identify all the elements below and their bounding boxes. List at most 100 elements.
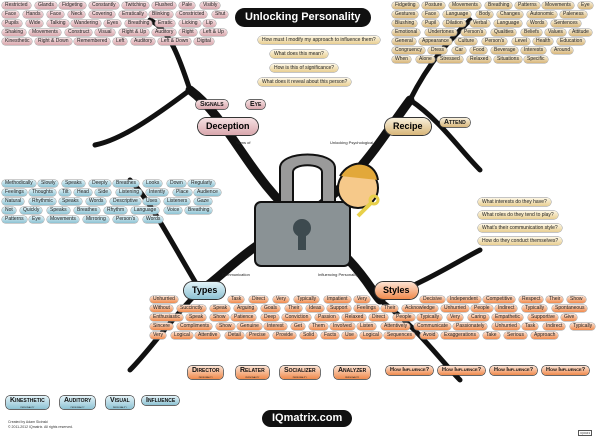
gold-node[interactable]: Eye: [578, 2, 593, 9]
blue-node[interactable]: Words: [86, 198, 107, 205]
orange-node[interactable]: Facts: [321, 332, 340, 339]
orange-node[interactable]: Attentive: [195, 332, 221, 339]
gold-node[interactable]: Words: [527, 20, 548, 27]
orange-node[interactable]: Direct: [369, 314, 389, 321]
red-node[interactable]: Blinking: [149, 11, 173, 18]
orange-node[interactable]: Deep: [261, 314, 279, 321]
gold-node[interactable]: Around: [551, 47, 574, 54]
orange-node[interactable]: Decisive: [420, 296, 445, 303]
red-node[interactable]: Pale: [179, 2, 196, 9]
orange-node[interactable]: Their: [381, 305, 399, 312]
blue-node[interactable]: Patterns: [2, 216, 27, 223]
orange-node[interactable]: Unhurried: [441, 305, 469, 312]
red-node[interactable]: Neck: [68, 11, 86, 18]
gold-node[interactable]: Language: [443, 11, 472, 18]
orange-node[interactable]: Speak: [186, 314, 207, 321]
gold-node[interactable]: Congruency: [392, 47, 425, 54]
header-how-influence-socializer[interactable]: How Influence?: [490, 366, 538, 375]
orange-node[interactable]: Spontaneous: [552, 305, 588, 312]
orange-node[interactable]: Get: [291, 323, 306, 330]
gold-node[interactable]: Appearance: [419, 38, 452, 45]
orange-node[interactable]: Goals: [261, 305, 281, 312]
blue-node[interactable]: Uses: [143, 198, 161, 205]
orange-node[interactable]: Feelings: [354, 305, 379, 312]
orange-node[interactable]: Solid: [300, 332, 318, 339]
red-node[interactable]: Erratically: [119, 11, 147, 18]
orange-node[interactable]: Support: [327, 305, 351, 312]
orange-node[interactable]: People: [393, 314, 415, 321]
red-node[interactable]: Right: [179, 29, 197, 36]
blue-node[interactable]: Descriptive: [110, 198, 141, 205]
blue-node[interactable]: Breathing: [185, 207, 213, 214]
red-node[interactable]: Pupils: [2, 20, 22, 27]
gold-node[interactable]: Values: [545, 29, 566, 36]
orange-node[interactable]: Show: [567, 296, 586, 303]
orange-node[interactable]: Succinctly: [177, 305, 206, 312]
red-node[interactable]: Auditory: [131, 38, 156, 45]
red-node[interactable]: Shut: [212, 11, 229, 18]
blue-node[interactable]: Quickly: [20, 207, 43, 214]
blue-node[interactable]: Movements: [47, 216, 79, 223]
red-node[interactable]: Wide: [26, 20, 44, 27]
orange-node[interactable]: Indirect: [543, 323, 566, 330]
gold-node[interactable]: Gestures: [392, 11, 419, 18]
gold-node[interactable]: Blushing: [392, 20, 418, 27]
gold-node[interactable]: Specific: [524, 56, 548, 63]
gold-node[interactable]: Pupil: [422, 20, 440, 27]
orange-node[interactable]: Unhurried: [150, 296, 178, 303]
gold-node[interactable]: Dress: [428, 47, 448, 54]
orange-node[interactable]: Show: [210, 314, 229, 321]
red-node[interactable]: Erratic: [155, 20, 176, 27]
red-node[interactable]: Kinesthetic: [2, 38, 33, 45]
orange-node[interactable]: Enthusiastic: [150, 314, 183, 321]
orange-node[interactable]: Detail: [225, 332, 244, 339]
orange-node[interactable]: Serious: [504, 332, 527, 339]
red-node[interactable]: Constricted: [176, 11, 208, 18]
red-node[interactable]: Left: [113, 38, 128, 45]
red-node[interactable]: Digital: [194, 38, 214, 45]
orange-node[interactable]: Precise: [246, 332, 269, 339]
red-node[interactable]: Wandering: [71, 20, 101, 27]
orange-node[interactable]: Approach: [531, 332, 559, 339]
orange-node[interactable]: Attentively: [381, 323, 411, 330]
gold-node[interactable]: Car: [452, 47, 467, 54]
orange-node[interactable]: Respect: [519, 296, 544, 303]
header-eye[interactable]: Eye: [246, 100, 266, 109]
gold-node[interactable]: Undertones: [425, 29, 457, 36]
orange-node[interactable]: Task: [522, 323, 539, 330]
blue-node[interactable]: Words: [143, 216, 164, 223]
blue-node[interactable]: Thoughts: [29, 189, 56, 196]
blue-node[interactable]: Mirroring: [83, 216, 109, 223]
gold-node[interactable]: Interests: [521, 47, 547, 54]
header-attend[interactable]: Attend: [440, 118, 470, 127]
orange-node[interactable]: Ideas: [306, 305, 325, 312]
header-signals[interactable]: Signals: [196, 100, 228, 109]
header-how-influence-director[interactable]: How Influence?: [386, 366, 434, 375]
orange-node[interactable]: Give: [561, 314, 578, 321]
orange-node[interactable]: Speak: [210, 305, 231, 312]
orange-node[interactable]: Acknowledge: [402, 305, 438, 312]
blue-node[interactable]: Speaks: [62, 180, 85, 187]
red-node[interactable]: Face: [2, 11, 20, 18]
blue-node[interactable]: Natural: [2, 198, 25, 205]
orange-node[interactable]: Competitive: [483, 296, 516, 303]
orange-node[interactable]: Caring: [468, 314, 489, 321]
blue-node[interactable]: Audience: [194, 189, 221, 196]
blue-node[interactable]: Speaks: [59, 198, 82, 205]
red-node[interactable]: Movements: [29, 29, 61, 36]
blue-node[interactable]: Intently: [146, 189, 169, 196]
blue-node[interactable]: Methodically: [2, 180, 36, 187]
orange-node[interactable]: Very: [354, 296, 371, 303]
orange-node[interactable]: Typically: [570, 323, 596, 330]
orange-node[interactable]: Indirect: [495, 305, 518, 312]
orange-node[interactable]: Passionately: [453, 323, 488, 330]
orange-node[interactable]: Typically: [417, 314, 443, 321]
red-node[interactable]: Auditory: [152, 29, 177, 36]
branch-styles[interactable]: Styles: [375, 282, 418, 299]
red-node[interactable]: Left & Down: [158, 38, 192, 45]
